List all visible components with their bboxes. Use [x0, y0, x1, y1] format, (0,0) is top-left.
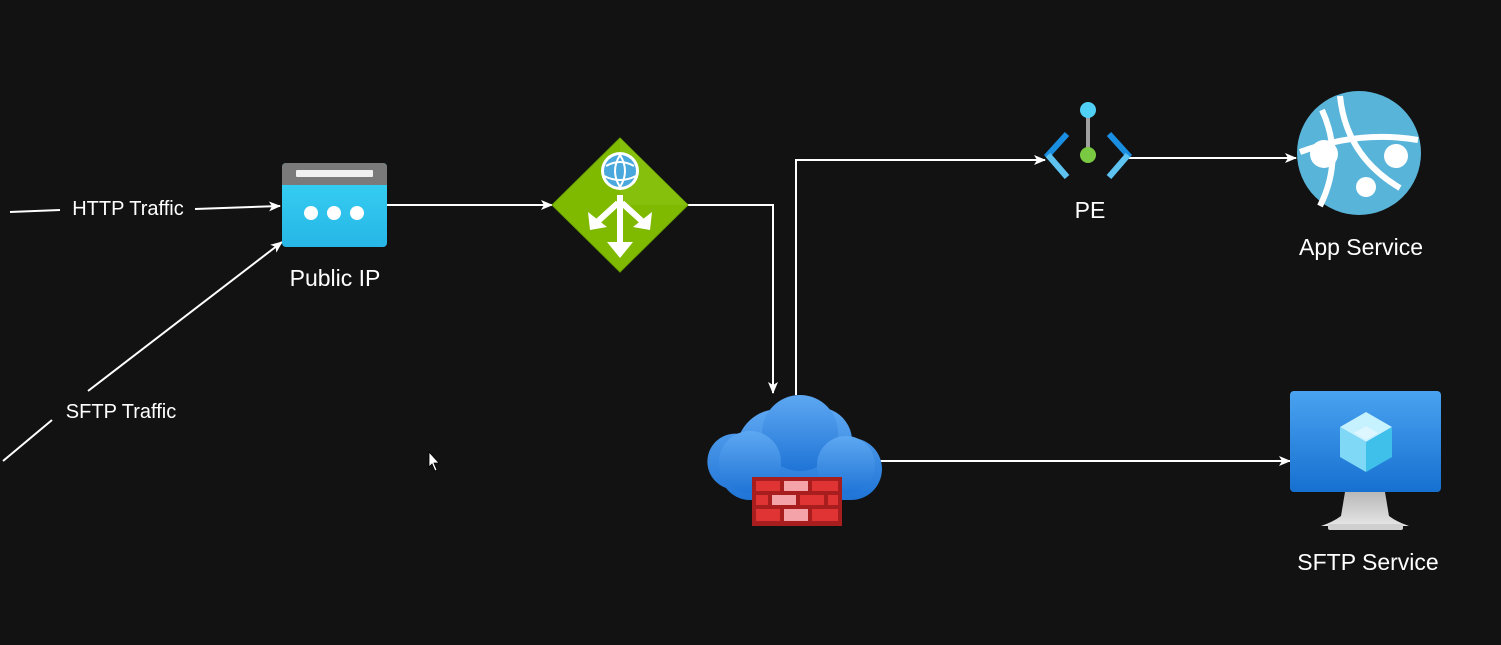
edge-http-to-public-ip-arrow — [194, 201, 281, 212]
mouse-cursor-icon — [428, 450, 440, 472]
edge-label-http: HTTP Traffic — [72, 198, 184, 220]
private-endpoint-icon — [1043, 102, 1133, 179]
node-app-gateway[interactable] — [551, 137, 689, 273]
node-app-service[interactable]: App Service — [1297, 91, 1423, 260]
virtual-machine-icon — [1290, 391, 1441, 530]
node-label-public-ip: Public IP — [290, 265, 381, 291]
node-private-endpoint[interactable]: PE — [1043, 102, 1133, 223]
node-label-app-service: App Service — [1299, 234, 1423, 260]
edge-firewall-to-private-endpoint — [795, 155, 1046, 395]
firewall-icon — [707, 395, 882, 526]
node-label-sftp-service: SFTP Service — [1297, 549, 1438, 575]
edge-label-sftp: SFTP Traffic — [66, 401, 176, 423]
edge-http-to-public-ip — [9, 209, 61, 213]
edge-sftp-to-public-ip — [2, 419, 53, 462]
node-public-ip[interactable]: Public IP — [282, 163, 387, 291]
node-sftp-service[interactable]: SFTP Service — [1290, 391, 1441, 575]
app-service-icon — [1297, 91, 1421, 215]
node-label-private-endpoint: PE — [1075, 197, 1106, 223]
edge-sftp-to-public-ip-arrow — [87, 241, 283, 392]
edges — [2, 153, 1297, 466]
node-firewall[interactable] — [707, 395, 882, 526]
application-gateway-icon — [551, 137, 689, 273]
public-ip-icon — [282, 163, 387, 247]
edge-app-gateway-to-firewall — [686, 204, 778, 394]
